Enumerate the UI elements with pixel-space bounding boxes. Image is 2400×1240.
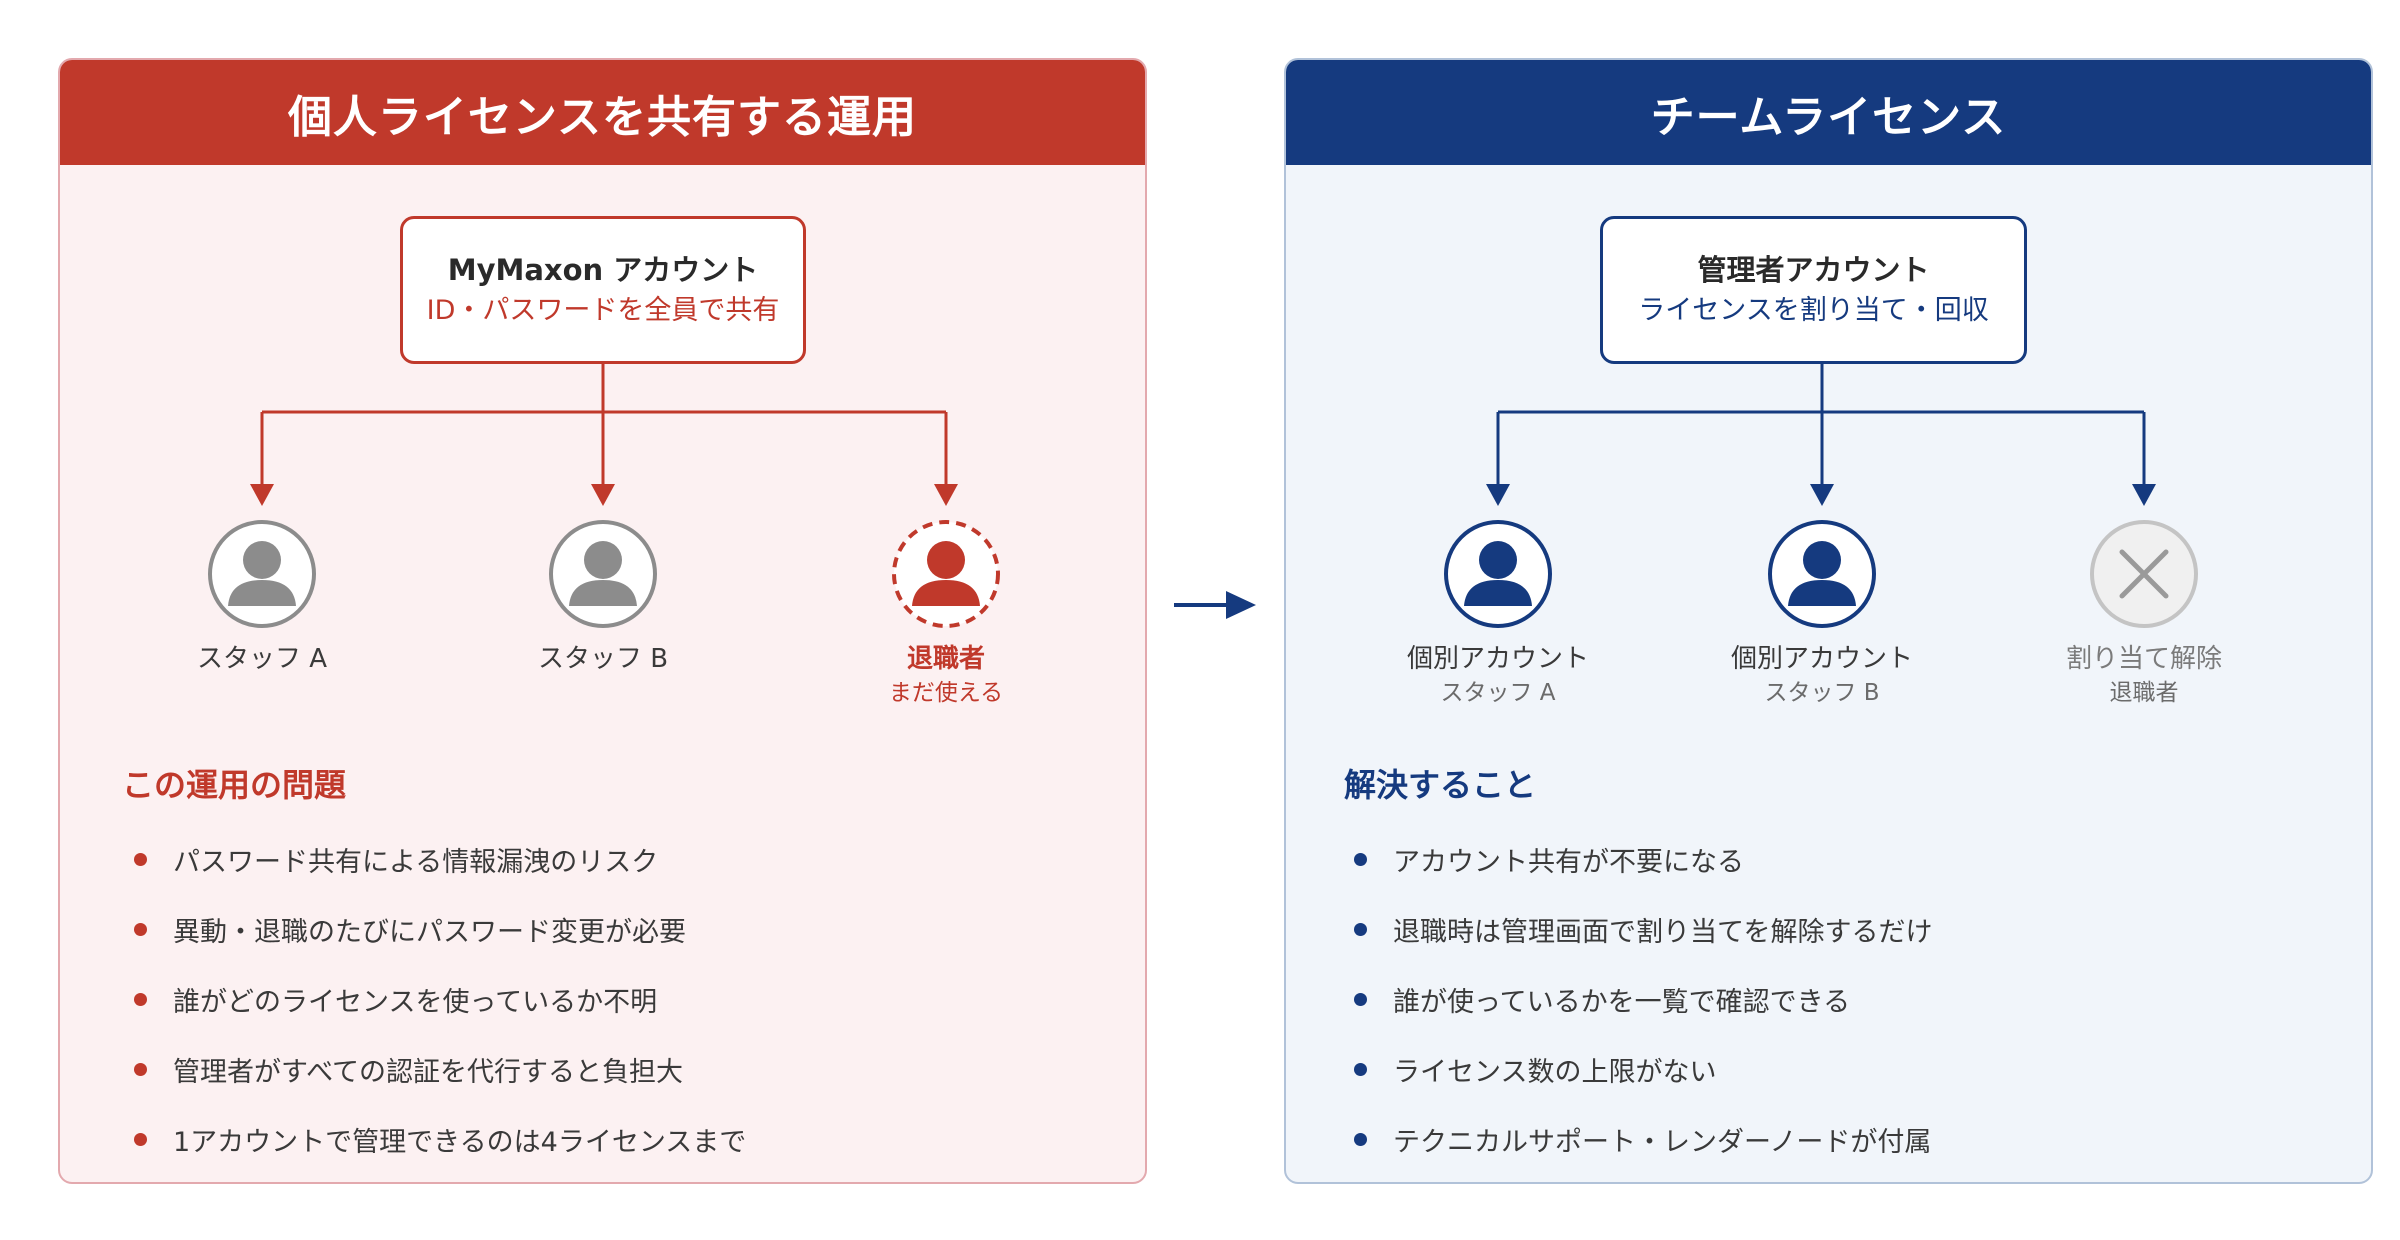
connector-arrows <box>1486 364 2156 506</box>
user-node-account-b: 個別アカウント スタッフ B <box>1682 518 1962 709</box>
admin-account-box: 管理者アカウント ライセンスを割り当て・回収 <box>1600 216 2027 364</box>
user-node-staff-b: スタッフ B <box>463 518 743 677</box>
list-item-text: パスワード共有による情報漏洩のリスク <box>173 846 659 878</box>
list-item: 異動・退職のたびにパスワード変更が必要 <box>134 894 746 964</box>
list-item-text: 異動・退職のたびにパスワード変更が必要 <box>173 916 686 948</box>
user-label: スタッフ B <box>537 644 669 674</box>
bullet-dot <box>134 922 147 936</box>
connector-arrows <box>250 364 958 506</box>
list-item-text: アカウント共有が不要になる <box>1393 846 1744 878</box>
bullet-dot <box>1354 852 1367 866</box>
user-node-staff-a: スタッフ A <box>122 518 402 677</box>
bullet-dot <box>134 852 147 866</box>
section-title: この運用の問題 <box>122 766 347 804</box>
list-item: 誰がどのライセンスを使っているか不明 <box>134 964 746 1034</box>
panel-title: チームライセンス <box>1286 60 2371 165</box>
shared-license-panel: 個人ライセンスを共有する運用 MyMaxon アカウント ID・パスワードを全員… <box>58 58 1147 1184</box>
list-item: パスワード共有による情報漏洩のリスク <box>134 824 746 894</box>
list-item: 退職時は管理画面で割り当てを解除するだけ <box>1354 894 1932 964</box>
user-sublabel: まだ使える <box>888 680 1004 707</box>
user-label: 個別アカウント <box>1730 644 1913 674</box>
user-warning-icon <box>892 520 1000 628</box>
team-license-panel: チームライセンス 管理者アカウント ライセンスを割り当て・回収 個別アカウント … <box>1284 58 2373 1184</box>
bullet-dot <box>1354 922 1367 936</box>
user-node-retired: 退職者 まだ使える <box>806 518 1086 709</box>
user-sublabel: スタッフ B <box>1764 680 1880 707</box>
user-sublabel: 退職者 <box>2109 680 2179 707</box>
mymaxon-account-box: MyMaxon アカウント ID・パスワードを全員で共有 <box>400 216 806 364</box>
user-label: 割り当て解除 <box>2065 644 2222 674</box>
account-title: 管理者アカウント <box>1697 253 1930 288</box>
user-icon <box>208 520 316 628</box>
bullet-dot <box>134 1062 147 1076</box>
bullet-dot <box>134 1132 147 1146</box>
list-item-text: ライセンス数の上限がない <box>1393 1056 1717 1088</box>
list-item: 1アカウントで管理できるのは4ライセンスまで <box>134 1104 746 1174</box>
user-label: スタッフ A <box>196 644 328 674</box>
arrow-right-icon <box>1174 591 1256 619</box>
list-item: 管理者がすべての認証を代行すると負担大 <box>134 1034 746 1104</box>
user-label: 個別アカウント <box>1406 644 1589 674</box>
user-icon <box>1444 520 1552 628</box>
bullet-dot <box>1354 1062 1367 1076</box>
user-sublabel: スタッフ A <box>1440 680 1556 707</box>
bullet-dot <box>1354 1132 1367 1146</box>
list-item-text: 1アカウントで管理できるのは4ライセンスまで <box>173 1126 747 1158</box>
account-subtitle: ライセンスを割り当て・回収 <box>1638 295 1989 327</box>
user-label: 退職者 <box>906 644 985 674</box>
solution-list: アカウント共有が不要になる 退職時は管理画面で割り当てを解除するだけ 誰が使って… <box>1354 824 1932 1174</box>
bullet-dot <box>134 992 147 1006</box>
panel-title: 個人ライセンスを共有する運用 <box>60 60 1145 165</box>
list-item-text: テクニカルサポート・レンダーノードが付属 <box>1393 1126 1932 1158</box>
user-icon <box>549 520 657 628</box>
bullet-dot <box>1354 992 1367 1006</box>
problem-list: パスワード共有による情報漏洩のリスク 異動・退職のたびにパスワード変更が必要 誰… <box>134 824 746 1174</box>
list-item-text: 退職時は管理画面で割り当てを解除するだけ <box>1393 916 1933 948</box>
list-item: テクニカルサポート・レンダーノードが付属 <box>1354 1104 1932 1174</box>
list-item-text: 誰がどのライセンスを使っているか不明 <box>173 986 658 1018</box>
account-subtitle: ID・パスワードを全員で共有 <box>426 295 780 327</box>
list-item: 誰が使っているかを一覧で確認できる <box>1354 964 1932 1034</box>
user-node-unassigned: 割り当て解除 退職者 <box>2004 518 2284 709</box>
section-title: 解決すること <box>1344 766 1537 804</box>
close-icon <box>2090 520 2198 628</box>
user-icon <box>1768 520 1876 628</box>
list-item: アカウント共有が不要になる <box>1354 824 1932 894</box>
list-item-text: 誰が使っているかを一覧で確認できる <box>1393 986 1851 1018</box>
account-title: MyMaxon アカウント <box>447 253 759 288</box>
list-item-text: 管理者がすべての認証を代行すると負担大 <box>173 1056 684 1088</box>
user-node-account-a: 個別アカウント スタッフ A <box>1358 518 1638 709</box>
list-item: ライセンス数の上限がない <box>1354 1034 1932 1104</box>
